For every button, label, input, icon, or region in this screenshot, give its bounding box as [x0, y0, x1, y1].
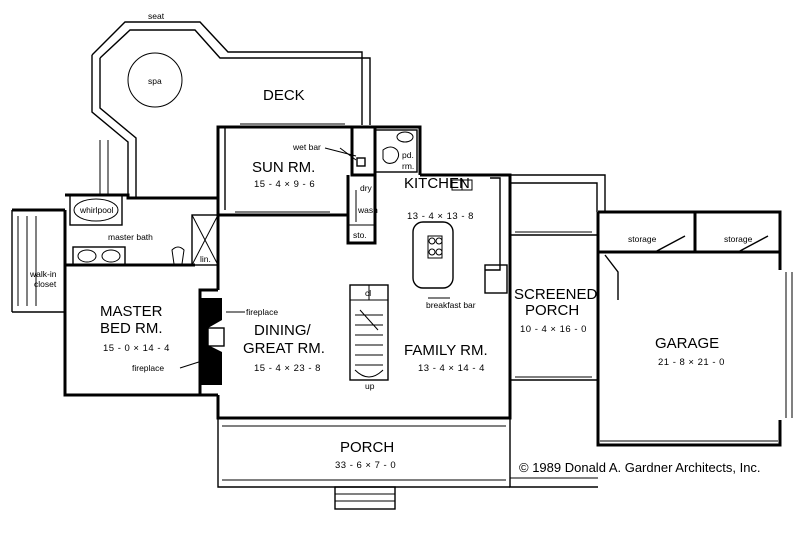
storage-left-label: storage	[628, 234, 657, 244]
screened-porch-name-2: PORCH	[525, 302, 579, 319]
wet-bar-label: wet bar	[292, 142, 321, 152]
whirlpool-label: whirlpool	[79, 205, 114, 215]
kitchen-name: KITCHEN	[404, 175, 470, 192]
deck-name: DECK	[263, 87, 305, 104]
garage-dims: 21 - 8 × 21 - 0	[658, 357, 725, 368]
stairs	[349, 284, 389, 381]
walk-in-label-2: closet	[34, 279, 57, 289]
master-bed-dims: 15 - 0 × 14 - 4	[103, 343, 170, 354]
dining-great-dims: 15 - 4 × 23 - 8	[254, 363, 321, 374]
closet-label: cl	[365, 288, 371, 298]
spa-tub	[127, 52, 183, 108]
dryer-label: dry	[360, 183, 373, 193]
master-suite-walls	[11, 193, 219, 397]
porch-dims: 33 - 6 × 7 - 0	[335, 460, 396, 471]
kitchen-dims: 13 - 4 × 13 - 8	[407, 211, 474, 222]
spa-label: spa	[148, 76, 162, 86]
sun-room-name: SUN RM.	[252, 159, 315, 176]
storage-closet-label: sto.	[353, 230, 367, 240]
fireplace-lower-label: fireplace	[132, 363, 164, 373]
powder-room-label-2: rm.	[402, 161, 414, 171]
copyright-notice: © 1989 Donald A. Gardner Architects, Inc…	[519, 460, 761, 475]
master-bed-name-2: BED RM.	[100, 320, 163, 337]
screened-porch-name-1: SCREENED	[514, 286, 598, 303]
wet-bar-leader	[324, 147, 357, 157]
family-room-dims: 13 - 4 × 14 - 4	[418, 363, 485, 374]
master-bed-name-1: MASTER	[100, 303, 163, 320]
screened-porch-dims: 10 - 4 × 16 - 0	[520, 324, 587, 335]
seat-label: seat	[148, 11, 165, 21]
deck-outline	[91, 21, 371, 198]
garage-name: GARAGE	[655, 335, 719, 352]
linen-label: lin.	[200, 254, 211, 264]
sun-room-dims: 15 - 4 × 9 - 6	[254, 179, 315, 190]
sun-room-walls	[216, 123, 375, 215]
dining-great-name-1: DINING/	[254, 322, 312, 339]
storage-right-label: storage	[724, 234, 753, 244]
washer-label: wash	[357, 205, 378, 215]
porch-name: PORCH	[340, 439, 394, 456]
family-room-name: FAMILY RM.	[404, 342, 488, 359]
garage-walls	[596, 210, 793, 447]
powder-room-label-1: pd.	[402, 150, 414, 160]
fireplace-masonry	[179, 298, 245, 385]
fireplace-upper-label: fireplace	[246, 307, 278, 317]
front-porch	[217, 418, 510, 510]
up-label: up	[365, 381, 375, 391]
breakfast-bar-label: breakfast bar	[426, 300, 476, 310]
walk-in-label-1: walk-in	[29, 269, 57, 279]
kitchen-fixtures	[412, 177, 508, 299]
master-bath-label: master bath	[108, 232, 153, 242]
dining-great-name-2: GREAT RM.	[243, 340, 325, 357]
